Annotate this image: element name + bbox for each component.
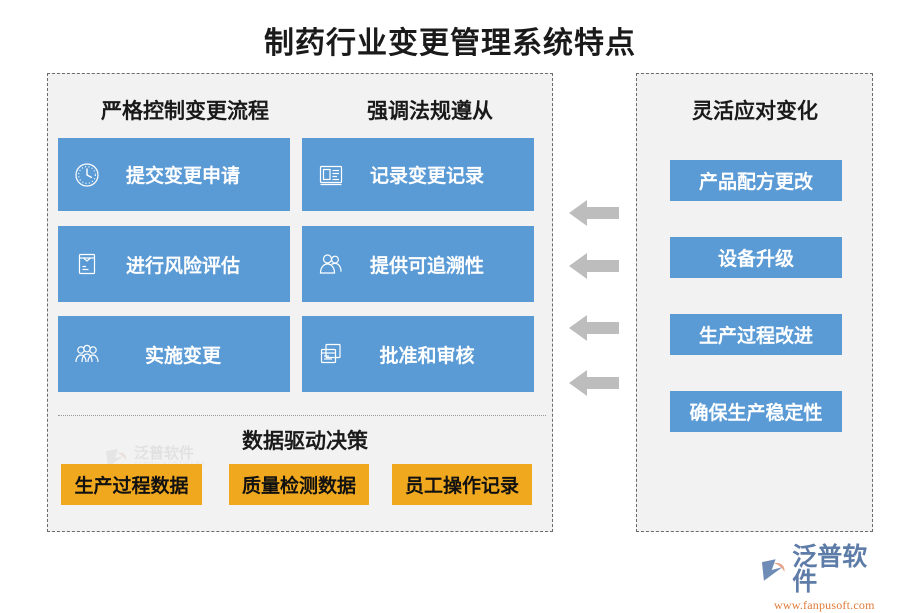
chip-production-process-data[interactable]: 生产过程数据 [61, 464, 202, 505]
card-label: 提交变更申请 [125, 166, 240, 187]
card-approval-and-review[interactable]: 批准和审核 [302, 316, 534, 392]
card-label: 提供可追溯性 [369, 255, 484, 277]
brand-url: www.fanpusoft.com [774, 598, 875, 612]
card-label: 记录变更记录 [369, 166, 484, 187]
card-submit-change-request[interactable]: 提交变更申请 [58, 138, 290, 211]
card-label: 批准和审核 [379, 345, 475, 367]
card-record-change-log[interactable]: 记录变更记录 [302, 138, 534, 211]
card-label: 实施变更 [144, 345, 221, 367]
people-group-icon [58, 340, 116, 368]
two-users-icon [302, 250, 360, 278]
brand-logo: 泛普软件 www.fanpusoft.com [760, 545, 890, 612]
card-ensure-production-stability[interactable]: 确保生产稳定性 [670, 391, 842, 432]
clock-icon [58, 161, 116, 189]
card-implement-change[interactable]: 实施变更 [58, 316, 290, 392]
column-heading-strict-control: 严格控制变更流程 [101, 99, 269, 123]
card-equipment-upgrade[interactable]: 设备升级 [670, 237, 842, 278]
section-divider [58, 415, 546, 416]
page-title: 制药行业变更管理系统特点 [264, 27, 636, 60]
card-label: 进行风险评估 [125, 255, 240, 277]
left-arrow-4 [567, 365, 625, 401]
card-production-process-improvement[interactable]: 生产过程改进 [670, 314, 842, 355]
card-product-formula-change[interactable]: 产品配方更改 [670, 160, 842, 201]
document-icon [58, 250, 116, 278]
left-arrow-1 [567, 195, 625, 231]
panel-heading-flexible-response: 灵活应对变化 [692, 99, 818, 123]
chip-quality-inspection-data[interactable]: 质量检测数据 [229, 464, 369, 505]
brand-mark-icon [761, 559, 785, 581]
record-list-icon [302, 162, 360, 188]
card-risk-assessment[interactable]: 进行风险评估 [58, 226, 290, 302]
left-arrow-3 [567, 310, 625, 346]
brand-name: 泛普软件 [792, 544, 868, 596]
windows-stack-icon [302, 340, 360, 368]
chip-employee-operation-record[interactable]: 员工操作记录 [392, 464, 532, 505]
left-arrow-2 [567, 248, 625, 284]
section-heading-data-driven-decision: 数据驱动决策 [242, 429, 368, 453]
column-heading-regulatory-compliance: 强调法规遵从 [367, 99, 493, 123]
right-panel [636, 73, 873, 532]
card-provide-traceability[interactable]: 提供可追溯性 [302, 226, 534, 302]
brand-row: 泛普软件 [760, 545, 890, 595]
